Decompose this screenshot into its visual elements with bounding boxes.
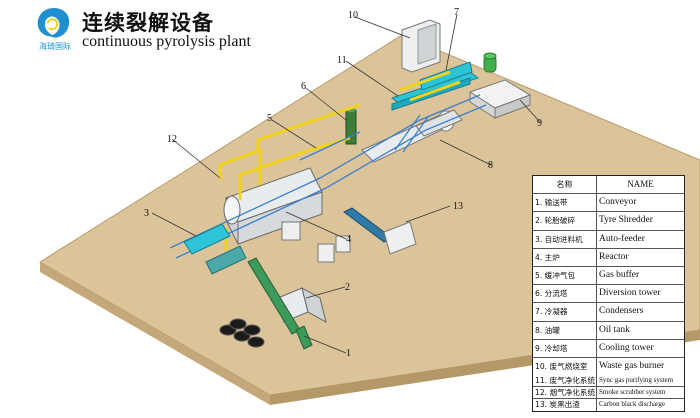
legend-en: Conveyor [599,197,637,208]
callout-3: 3 [144,208,149,219]
legend-cn: 13. 炭黑出渣 [533,399,597,411]
legend-en: Carbon black discharge [599,400,665,408]
legend-cn: 9. 冷却塔 [533,339,597,357]
legend-cn: 12. 烟气净化系统 [535,387,597,398]
legend-en: Sync gas purifying system [599,376,674,384]
legend-cn: 4. 主炉 [533,248,597,266]
page-title-english: continuous pyrolysis plant [82,33,251,50]
legend-en: Condensers [599,306,644,317]
legend-en: Diversion tower [599,288,661,299]
legend-header-en: NAME [627,179,654,189]
waste-gas-burner [401,19,441,73]
callout-5: 5 [267,113,272,124]
legend-en: Gas buffer [599,270,640,280]
legend-cn: 2. 轮胎破碎 [533,212,597,230]
walkways [169,94,487,259]
auto-feeder [183,223,247,275]
carbon-black-discharge [343,207,417,255]
legend-cn: 1. 输送带 [533,194,597,212]
callout-10: 10 [348,10,358,21]
legend-header-cn: 名称 [533,176,597,194]
legend-cn: 6. 分流塔 [533,285,597,303]
page-title-chinese: 连续裂解设备 [82,11,214,35]
legend-cn: 11. 废气净化系统 [535,375,597,386]
control-panels [281,221,351,263]
legend-en: Tyre Shredder [599,215,653,226]
callout-4: 4 [346,234,351,245]
callout-1: 1 [346,348,351,359]
legend-cn: 10. 废气燃烧室 [533,358,597,376]
legend-en: Waste gas burner [599,361,665,371]
callout-leaders [151,13,541,354]
logo-company-name: 海琦国际 [39,42,71,51]
legend-en: Smoke scrubber system [599,388,666,396]
legend-cn: 3. 自动进料机 [533,230,597,248]
legend-header: 名称 NAME [533,176,684,195]
condensers [390,61,480,111]
legend-cn: 8. 油罐 [533,321,597,339]
callout-7: 7 [454,7,459,18]
callout-12: 12 [167,134,177,145]
legend-cn: 7. 冷凝器 [533,303,597,321]
callout-8: 8 [488,160,493,171]
tyre-stack [219,318,265,348]
callout-9: 9 [537,118,542,129]
company-logo-icon [37,8,70,38]
callout-6: 6 [301,81,306,92]
conveyor [247,257,313,350]
callout-11: 11 [337,55,347,66]
legend-en: Auto-feeder [599,233,645,244]
legend-en: Oil tank [599,324,630,335]
legend-cn: 5. 缓冲气包 [533,267,597,285]
legend-en: Reactor [599,251,629,262]
legend-en: Cooling tower [599,342,654,353]
callout-13: 13 [453,201,463,212]
ground-edge [40,262,270,405]
callout-2: 2 [345,282,350,293]
callout-numbers: 1 2 3 4 5 6 7 8 9 10 11 12 13 [144,7,542,359]
